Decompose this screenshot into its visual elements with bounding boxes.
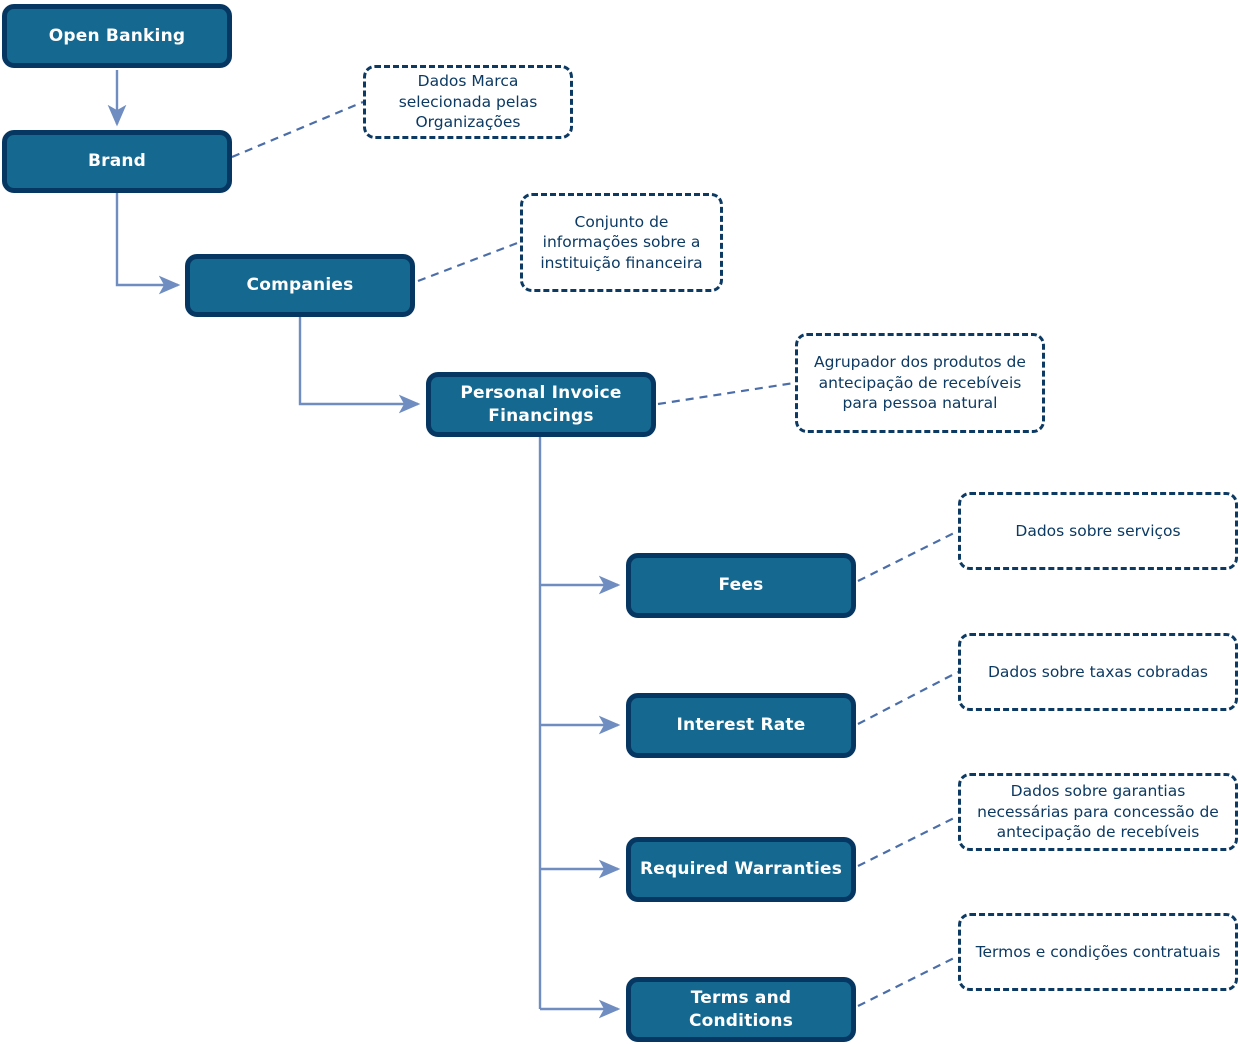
note-brand: Dados Marca selecionada pelas Organizaçõ… (363, 65, 573, 139)
note-fees: Dados sobre serviços (958, 492, 1238, 570)
node-open-banking-label: Open Banking (48, 25, 186, 46)
node-brand-label: Brand (87, 151, 147, 172)
note-terms-and-conditions-text: Termos e condições contratuais (975, 942, 1221, 961)
note-interest-rate: Dados sobre taxas cobradas (958, 633, 1238, 711)
edge-pif-to-note (657, 381, 795, 406)
note-companies: Conjunto de informações sobre a institui… (520, 193, 723, 292)
edge-brand-to-companies (115, 192, 181, 295)
node-companies[interactable]: Companies (185, 254, 415, 317)
note-required-warranties-text: Dados sobre garantias necessárias para c… (977, 782, 1219, 842)
node-interest-rate-label: Interest Rate (676, 715, 806, 736)
edge-terms-and-conditions-to-note (857, 955, 959, 1007)
node-terms-and-conditions-label: Terms and Conditions (688, 988, 794, 1031)
note-companies-text: Conjunto de informações sobre a institui… (540, 212, 703, 272)
node-required-warranties-label: Required Warranties (639, 859, 843, 880)
note-fees-text: Dados sobre serviços (1015, 521, 1181, 540)
edge-brand-to-note (231, 100, 364, 159)
edge-interest-rate-to-note (857, 671, 959, 725)
note-brand-text: Dados Marca selecionada pelas Organizaçõ… (398, 72, 538, 132)
edge-fees-to-note (857, 530, 959, 582)
node-fees[interactable]: Fees (626, 553, 856, 618)
note-personal-invoice-financings-text: Agrupador dos produtos de antecipação de… (814, 353, 1026, 413)
node-fees-label: Fees (718, 575, 764, 596)
node-terms-and-conditions[interactable]: Terms and Conditions (626, 977, 856, 1042)
node-companies-label: Companies (246, 275, 354, 296)
note-terms-and-conditions: Termos e condições contratuais (958, 913, 1238, 991)
edge-companies-to-pif (298, 317, 421, 414)
note-required-warranties: Dados sobre garantias necessárias para c… (958, 773, 1238, 851)
edge-required-warranties-to-note (857, 815, 959, 867)
node-brand[interactable]: Brand (2, 130, 232, 193)
note-personal-invoice-financings: Agrupador dos produtos de antecipação de… (795, 333, 1045, 433)
node-interest-rate[interactable]: Interest Rate (626, 693, 856, 758)
note-interest-rate-text: Dados sobre taxas cobradas (987, 662, 1209, 681)
node-required-warranties[interactable]: Required Warranties (626, 837, 856, 902)
edge-companies-to-note (417, 240, 521, 283)
node-open-banking[interactable]: Open Banking (2, 4, 232, 68)
node-personal-invoice-financings-label: Personal Invoice Financings (460, 383, 622, 426)
node-personal-invoice-financings[interactable]: Personal Invoice Financings (426, 372, 656, 437)
